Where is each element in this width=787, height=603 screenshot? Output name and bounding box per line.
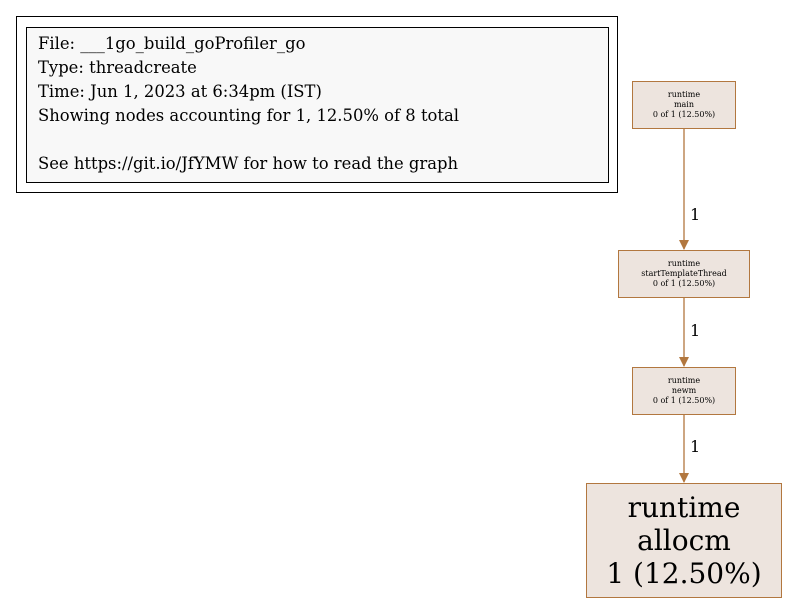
node-runtime-main[interactable]: runtime main 0 of 1 (12.50%)	[632, 81, 736, 129]
node-package: runtime	[667, 376, 701, 385]
node-runtime-starttemplatethread[interactable]: runtime startTemplateThread 0 of 1 (12.5…	[618, 250, 750, 298]
node-package: runtime	[627, 491, 741, 524]
legend-type: Type: threadcreate	[38, 58, 197, 77]
node-stats: 0 of 1 (12.50%)	[652, 396, 716, 405]
node-function: allocm	[637, 524, 731, 557]
edge-label: 1	[690, 437, 701, 456]
legend-time: Time: Jun 1, 2023 at 6:34pm (IST)	[38, 82, 322, 101]
legend-file: File: ___1go_build_goProfiler_go	[38, 34, 306, 53]
node-stats: 1 (12.50%)	[606, 557, 762, 590]
node-function: startTemplateThread	[641, 269, 727, 278]
edge-label: 1	[690, 205, 701, 224]
legend-help: See https://git.io/JfYMW for how to read…	[38, 154, 459, 173]
node-runtime-allocm[interactable]: runtime allocm 1 (12.50%)	[586, 483, 782, 598]
edge-label: 1	[690, 321, 701, 340]
node-function: newm	[671, 386, 697, 395]
legend-box: File: ___1go_build_goProfiler_go Type: t…	[26, 27, 609, 183]
node-function: main	[673, 100, 695, 109]
legend-showing: Showing nodes accounting for 1, 12.50% o…	[38, 106, 459, 125]
node-package: runtime	[667, 90, 701, 99]
node-package: runtime	[667, 259, 701, 268]
node-runtime-newm[interactable]: runtime newm 0 of 1 (12.50%)	[632, 367, 736, 415]
node-stats: 0 of 1 (12.50%)	[652, 110, 716, 119]
node-stats: 0 of 1 (12.50%)	[652, 279, 716, 288]
